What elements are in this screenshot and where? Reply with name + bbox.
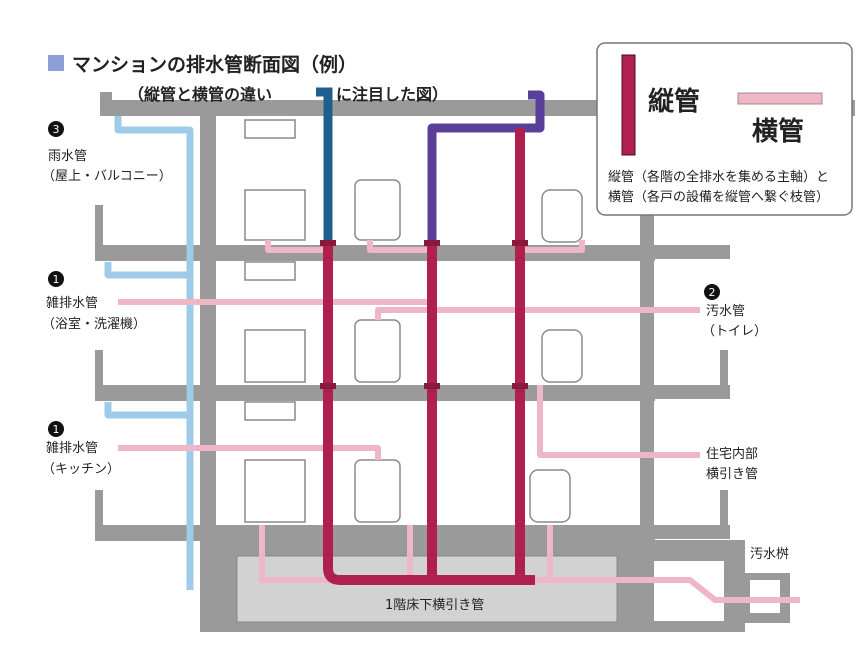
label-interior-1: 住宅内部: [706, 446, 758, 462]
svg-text:（キッチン）: （キッチン）: [42, 462, 120, 477]
horizontal-pipe-swatch: [737, 92, 823, 105]
label-sewage: 2 汚水管 （トイレ）: [702, 284, 767, 339]
legend-note-1: 縦管（各階の全排水を集める主軸）と: [608, 169, 829, 185]
label-interior-2: 横引き管: [706, 467, 758, 482]
svg-text:（屋上・バルコニー）: （屋上・バルコニー）: [42, 169, 172, 184]
pipe-joints: [320, 240, 528, 389]
svg-text:（トイレ）: （トイレ）: [702, 324, 767, 339]
toilet-icon: [541, 189, 583, 243]
vertical-stacks: [323, 128, 535, 585]
svg-text:汚水管: 汚水管: [706, 304, 745, 319]
building-structure: [95, 92, 855, 632]
svg-text:1: 1: [53, 423, 60, 436]
label-rain: 3 雨水管 （屋上・バルコニー）: [42, 121, 172, 184]
legend-note-2: 横管（各戸の設備を縦管へ繋ぐ枝管）: [608, 189, 829, 205]
fixtures: [244, 119, 583, 523]
svg-text:3: 3: [53, 123, 60, 136]
legend-horizontal-label: 横管: [752, 117, 804, 147]
page-title: マンションの排水管断面図（例）: [72, 53, 357, 76]
svg-text:雑排水管: 雑排水管: [46, 440, 98, 456]
label-bath: 1 雑排水管 （浴室・洗濯機）: [42, 271, 146, 332]
subtitle-left: （縦管と横管の違い: [128, 85, 272, 104]
washing-machine: [354, 179, 401, 241]
svg-text:雑排水管: 雑排水管: [46, 295, 98, 311]
vent-pipe-blue: [316, 87, 333, 245]
vent-pipe-purple: [427, 90, 545, 245]
washbasin-cabinet: [244, 189, 306, 241]
svg-text:雨水管: 雨水管: [48, 149, 87, 164]
ceiling-unit: [244, 119, 296, 139]
label-underfloor: 1階床下横引き管: [385, 598, 484, 613]
label-catch-basin: 汚水桝: [750, 546, 789, 562]
subtitle-right: に注目した図）: [336, 85, 448, 104]
label-kitchen: 1 雑排水管 （キッチン）: [42, 421, 120, 477]
svg-text:1: 1: [53, 273, 60, 286]
horizontal-pipes: [118, 240, 800, 603]
svg-text:（浴室・洗濯機）: （浴室・洗濯機）: [42, 316, 146, 332]
svg-text:2: 2: [709, 286, 716, 299]
rain-pipe: [104, 116, 194, 590]
legend: 縦管 横管 縦管（各階の全排水を集める主軸）と 横管（各戸の設備を縦管へ繋ぐ枝管…: [596, 42, 853, 216]
vertical-pipe-swatch: [621, 54, 636, 156]
title-square-icon: [48, 55, 64, 71]
legend-vertical-label: 縦管: [648, 87, 700, 117]
